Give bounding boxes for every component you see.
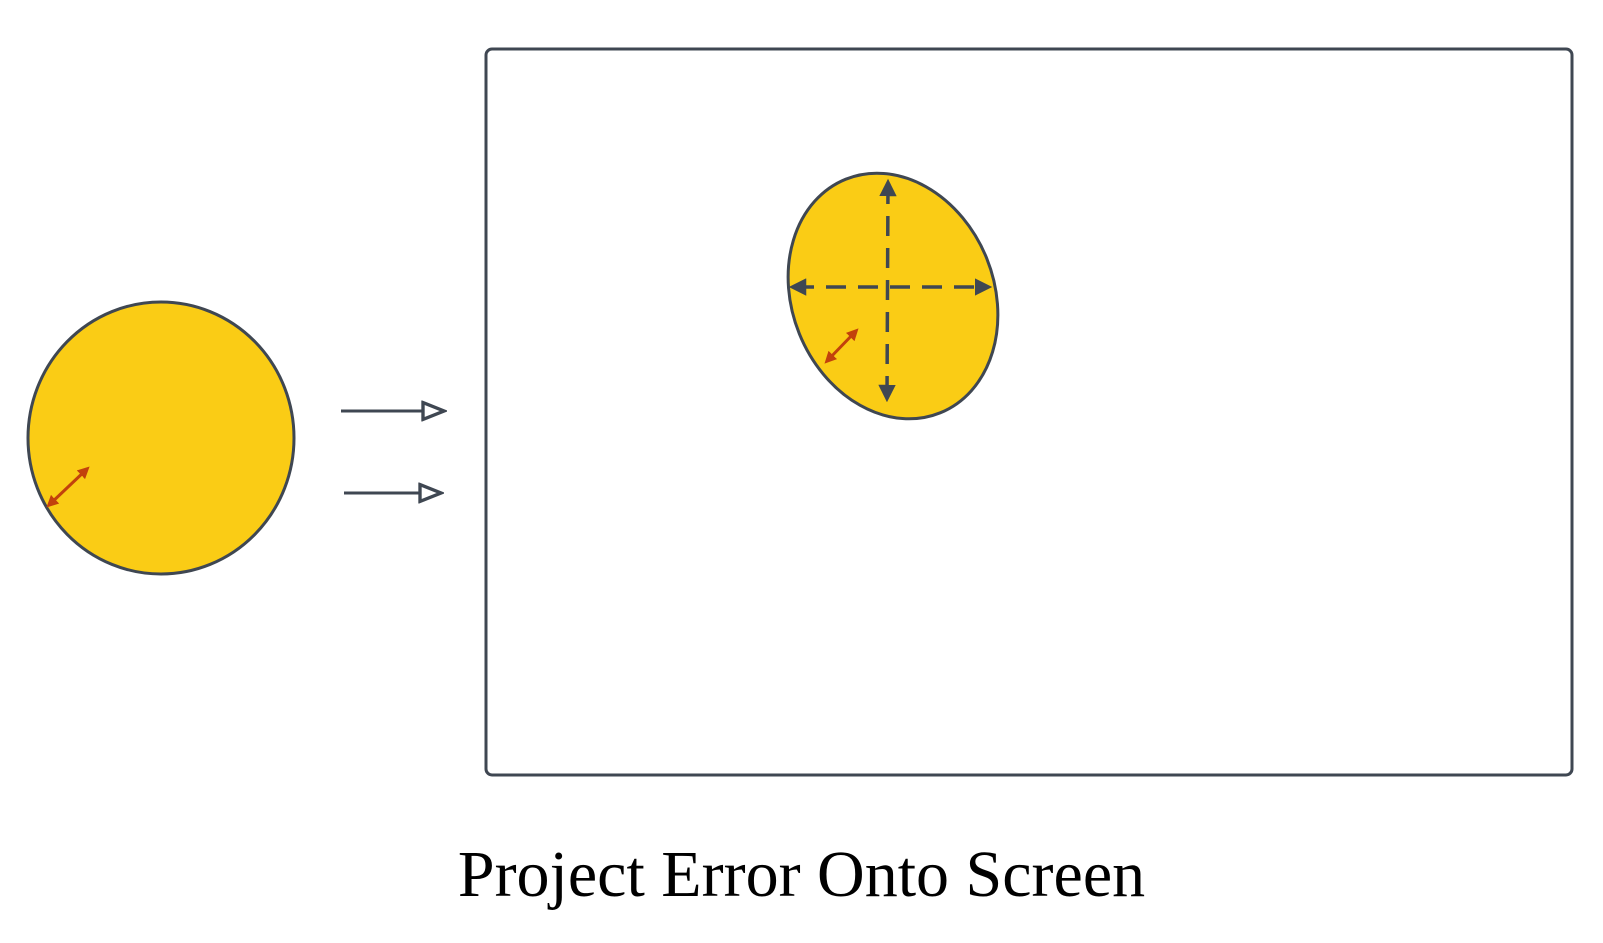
error-arrow-projected <box>824 328 859 364</box>
source-circle <box>26 300 296 576</box>
diagram-caption: Project Error Onto Screen <box>457 838 1146 911</box>
projected-ellipse <box>786 171 1000 421</box>
error-arrow-source <box>46 466 90 508</box>
screen-rectangle <box>484 47 1574 777</box>
